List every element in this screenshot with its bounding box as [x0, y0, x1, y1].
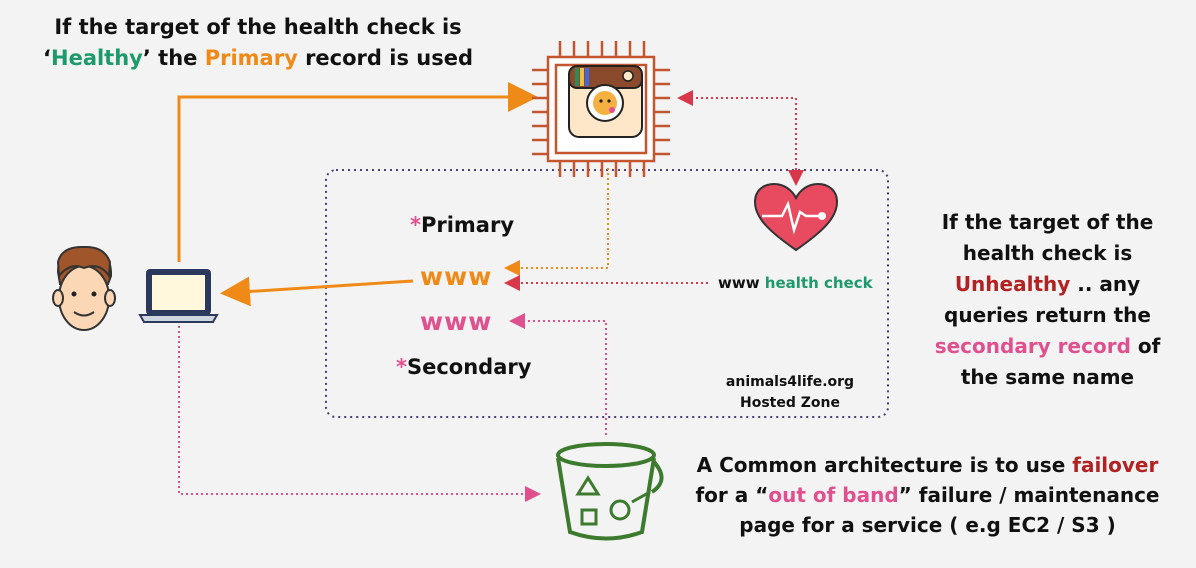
top-note-rest: record is used [297, 46, 473, 70]
right-note-line3-rest: .. any [1070, 272, 1141, 296]
secondary-record-word: secondary record [934, 334, 1131, 358]
secondary-record-label: *Secondary [396, 355, 531, 379]
s3-bucket-icon [556, 442, 664, 541]
primary-www-record: www [420, 262, 493, 291]
bottom-note-line2-pre: for a “ [695, 483, 769, 507]
secondary-label-text: Secondary [406, 355, 532, 379]
primary-www-to-laptop-arrow [220, 276, 414, 307]
chip-to-primary-dotted [504, 168, 609, 276]
failover-word: failover [1072, 453, 1159, 477]
right-note-line5-rest: of [1130, 334, 1161, 358]
health-check-prefix: www [718, 274, 765, 292]
healthy-word: Healthy [51, 46, 143, 70]
unhealthy-word: Unhealthy [954, 272, 1071, 296]
hosted-zone-title: Hosted Zone [740, 395, 840, 411]
unhealthy-note: If the target of the health check is Unh… [905, 207, 1190, 393]
hosted-zone-label: animals4life.org Hosted Zone [705, 372, 875, 414]
health-check-label: www health check [718, 274, 873, 292]
right-note-line6: the same name [960, 365, 1135, 389]
bottom-note-line2-post: ” failure / maintenance [898, 483, 1160, 507]
secondary-www-record: www [420, 307, 493, 336]
laptop-icon [138, 269, 219, 323]
health-check-heart-icon [753, 182, 839, 252]
chip-heart-dotted [677, 90, 804, 186]
secondary-star: * [396, 355, 407, 379]
failover-architecture-note: A Common architecture is to use failover… [680, 450, 1175, 540]
right-note-line4: queries return the [944, 303, 1151, 327]
app-logo-icon [568, 65, 643, 138]
bucket-to-secondary-dotted [509, 313, 607, 435]
right-note-line2: health check is [962, 241, 1133, 265]
top-note-line1: If the target of the health check is [54, 15, 462, 39]
primary-healthy-note: If the target of the health check is ‘He… [38, 12, 478, 74]
primary-word: Primary [204, 46, 298, 70]
health-check-text: health check [764, 274, 873, 292]
primary-star: * [410, 213, 421, 237]
out-of-band-word: out of band [768, 483, 899, 507]
primary-record-label: *Primary [410, 213, 514, 237]
user-avatar-icon [52, 245, 116, 331]
right-note-line1: If the target of the [941, 210, 1154, 234]
primary-label-text: Primary [420, 213, 515, 237]
top-note-quote-close: ’ the [142, 46, 205, 70]
laptop-to-bucket-dotted [178, 326, 541, 502]
bottom-note-line3: page for a service ( e.g EC2 / S3 ) [739, 513, 1116, 537]
hosted-zone-domain: animals4life.org [725, 374, 855, 390]
bottom-note-line1: A Common architecture is to use [696, 453, 1073, 477]
top-note-quote-open: ‘ [43, 46, 51, 70]
laptop-to-primary-arrow [177, 82, 538, 262]
